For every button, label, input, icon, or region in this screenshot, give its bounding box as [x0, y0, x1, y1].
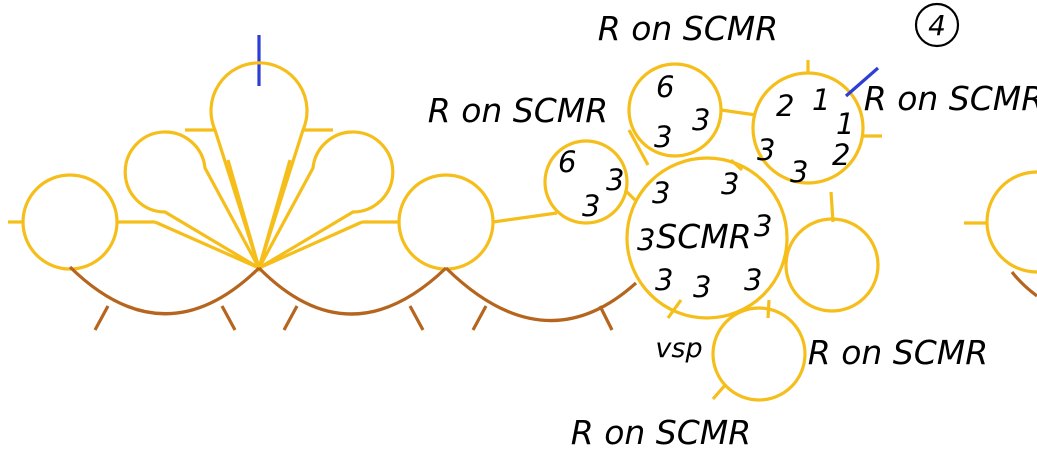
- scmr-cluster: 4 R on SCMR R on SCMR R on SCMR R on SCM…: [428, 2, 1037, 450]
- vsp-tick: [666, 299, 683, 319]
- circled-number: 4: [928, 9, 946, 42]
- edge-arc: [1010, 271, 1037, 298]
- digit: 3: [655, 263, 673, 297]
- digit: 6: [558, 145, 576, 179]
- petal-left: [123, 130, 264, 273]
- lower-right-r-circle: [784, 217, 880, 313]
- label-r-on-scmr-bottom: R on SCMR: [571, 413, 751, 450]
- arc-tick: [282, 305, 299, 331]
- ray: [258, 220, 363, 270]
- petal-right: [254, 130, 395, 273]
- bottom-r-circle: [711, 306, 807, 402]
- ray: [257, 159, 292, 269]
- arc-2: [257, 266, 448, 316]
- arc-tick: [471, 305, 488, 331]
- digit: 3: [744, 263, 762, 297]
- label-r-on-scmr-top: R on SCMR: [598, 9, 778, 48]
- label-r-on-scmr-right: R on SCMR: [864, 79, 1037, 118]
- digit: 1: [836, 107, 854, 141]
- digit: 1: [812, 83, 830, 117]
- scmr-circle: [625, 156, 789, 320]
- digit: 2: [776, 89, 794, 123]
- tick: [711, 382, 728, 401]
- connector: [627, 129, 650, 166]
- digit: 3: [582, 189, 600, 223]
- circled-number-ring: [914, 2, 960, 48]
- left-r-circle: [543, 139, 629, 225]
- digit: 2: [832, 138, 850, 172]
- ray: [154, 220, 260, 270]
- connector: [720, 108, 757, 117]
- arc-tick: [598, 305, 614, 331]
- digit: 3: [757, 133, 775, 167]
- left-tree: [8, 35, 638, 331]
- top-teardrop: [209, 61, 309, 274]
- right-circle: [397, 173, 495, 271]
- digit: 3: [692, 103, 710, 137]
- arc-3: [444, 266, 638, 323]
- arc-tick: [408, 305, 425, 331]
- digit: 3: [654, 120, 672, 154]
- connector-to-cluster: [492, 211, 558, 224]
- label-r-on-scmr-left: R on SCMR: [428, 91, 608, 130]
- ray: [226, 159, 261, 269]
- label-vsp: vsp: [655, 333, 702, 364]
- digit: 3: [652, 176, 670, 210]
- digit: 3: [606, 163, 624, 197]
- blue-accent-line: [844, 66, 880, 98]
- label-scmr: SCMR: [656, 217, 751, 256]
- digit: 6: [656, 70, 674, 104]
- arc-1: [68, 265, 261, 316]
- digit: 3: [721, 167, 739, 201]
- digit: 3: [693, 270, 711, 304]
- left-circle: [21, 173, 119, 271]
- arc-tick: [220, 305, 237, 331]
- digit: 3: [637, 223, 655, 257]
- top-r-circle: [627, 62, 723, 158]
- label-r-on-scmr-lower-right: R on SCMR: [808, 333, 988, 372]
- digit: 3: [790, 155, 808, 189]
- arc-tick: [93, 305, 110, 331]
- edge-circle: [985, 170, 1037, 274]
- digit: 3: [754, 209, 772, 243]
- connector: [829, 191, 835, 223]
